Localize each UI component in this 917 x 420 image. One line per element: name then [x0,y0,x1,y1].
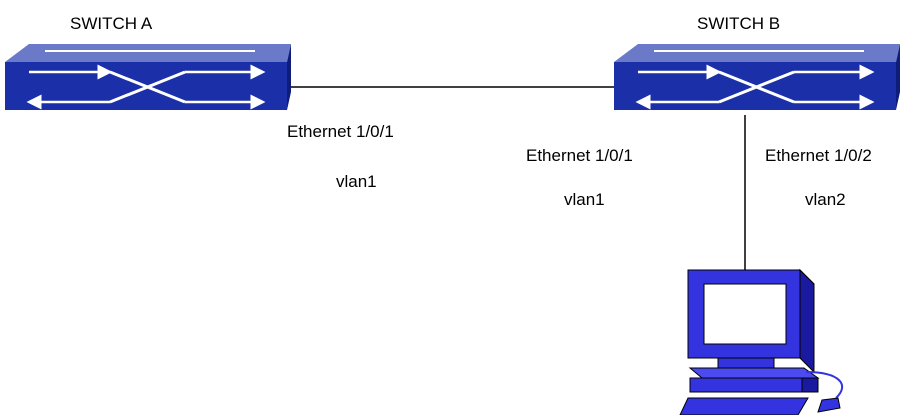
switch-a-label: SWITCH A [70,14,153,33]
switch-b-label: SWITCH B [697,14,781,33]
switch-b-port1-label: Ethernet 1/0/1 [526,146,633,165]
switch-a-icon [5,44,291,110]
switch-b-vlan2-label: vlan2 [805,190,846,209]
switch-a-port-label: Ethernet 1/0/1 [287,122,394,141]
switch-b-vlan1-label: vlan1 [564,190,605,209]
computer-icon [679,268,843,416]
switch-a-vlan-label: vlan1 [336,172,377,191]
switch-b-icon [614,44,900,110]
switch-b-port2-label: Ethernet 1/0/2 [765,146,872,165]
